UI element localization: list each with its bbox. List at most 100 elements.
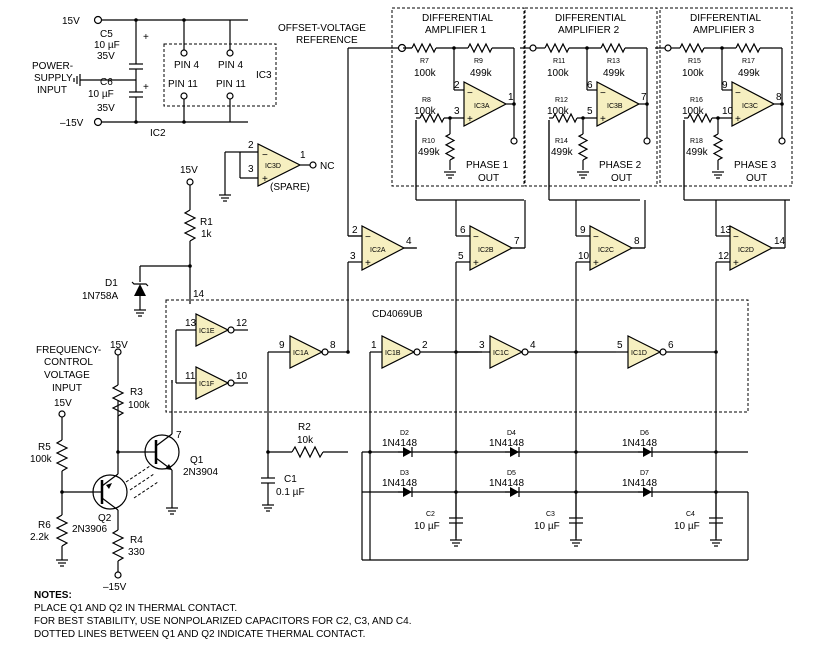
- svg-text:−: −: [735, 88, 741, 99]
- buffer-opamp: [589, 225, 634, 271]
- fcv-v2: 15V: [110, 340, 128, 351]
- d1-label: D1: [105, 278, 118, 289]
- rb-label: R13: [607, 58, 620, 65]
- d1-value: 1N758A: [82, 291, 118, 302]
- inverter-name: IC1E: [199, 328, 215, 335]
- buffer-ic-name: IC2A: [370, 247, 386, 254]
- spare-pin1: 1: [300, 150, 306, 161]
- diode-body: [403, 447, 412, 457]
- fcv-vneg: –15V: [103, 582, 127, 593]
- amp-title-1: DIFFERENTIAL: [422, 13, 494, 24]
- amp-title-2: AMPLIFIER 2: [558, 25, 620, 36]
- supply-input-label-2: SUPPLY: [34, 73, 73, 84]
- offset-reference: OFFSET-VOLTAGE REFERENCE: [278, 23, 407, 53]
- spare-pin2: 2: [248, 140, 254, 151]
- svg-text:−: −: [262, 150, 268, 161]
- diff-opamp: [596, 81, 641, 127]
- rb-value: 499k: [603, 68, 626, 79]
- rd-label: R10: [422, 138, 435, 145]
- power-supply: 15V –15V + C5 10 µF 35V + C6 10 µF 35V P…: [32, 15, 277, 139]
- pin14-label: 14: [193, 289, 205, 300]
- buffer-opamp: [729, 225, 774, 271]
- pin-out: 7: [641, 92, 647, 103]
- amp-title-2: AMPLIFIER 1: [425, 25, 487, 36]
- svg-text:+: +: [473, 258, 479, 269]
- inverter-pin-in: 13: [185, 318, 197, 329]
- phase-out-label: OUT: [478, 173, 499, 184]
- c5-label: C5: [100, 29, 113, 40]
- cd4069-label: CD4069UB: [372, 309, 423, 320]
- c1-value: 0.1 µF: [276, 487, 305, 498]
- supply-input-label-3: INPUT: [37, 85, 67, 96]
- pin-in-n: 9: [722, 80, 728, 91]
- r2-label: R2: [298, 422, 311, 433]
- q2-value: 2N3906: [72, 524, 107, 535]
- diff-opamp-name: IC3B: [607, 103, 623, 110]
- ra-value: 100k: [547, 68, 570, 79]
- inverter-pin-in: 11: [185, 371, 196, 382]
- phase-label: PHASE 3: [734, 160, 777, 171]
- diode-ref: D4: [507, 430, 516, 437]
- supply-input-label-1: POWER-: [32, 61, 73, 72]
- diff-opamp: [463, 81, 508, 127]
- diode-ref: D6: [640, 430, 649, 437]
- c6-label: C6: [100, 77, 113, 88]
- phase-out-label: OUT: [611, 173, 632, 184]
- rb-value: 499k: [470, 68, 493, 79]
- diff-opamp: [731, 81, 776, 127]
- cap-value: 10 µF: [414, 521, 440, 532]
- r4-label: R4: [130, 535, 143, 546]
- nc-label: NC: [320, 161, 334, 172]
- diode-ref: D5: [507, 470, 516, 477]
- diode-body: [643, 447, 652, 457]
- zener-supply: 15V R1 1k D1 1N758A: [82, 165, 213, 317]
- inverter-name: IC1B: [385, 350, 401, 357]
- note-3: DOTTED LINES BETWEEN Q1 AND Q2 INDICATE …: [34, 629, 365, 640]
- diode-part: 1N4148: [489, 478, 524, 489]
- c6-value: 10 µF: [88, 89, 114, 100]
- svg-text:+: +: [593, 258, 599, 269]
- spare-label: (SPARE): [270, 182, 310, 193]
- inverter-pin-in: 1: [371, 340, 377, 351]
- pin4-b: PIN 4: [218, 60, 243, 71]
- r5-value: 100k: [30, 454, 53, 465]
- q2-label: Q2: [98, 513, 112, 524]
- diode-part: 1N4148: [382, 438, 417, 449]
- cap-ref: C3: [546, 511, 555, 518]
- inverter-pin-out: 8: [330, 340, 336, 351]
- buffer-pin-p: 5: [458, 251, 464, 262]
- amp-title-2: AMPLIFIER 3: [693, 25, 755, 36]
- buffer-pin-p: 3: [350, 251, 356, 262]
- buffer-pin-p: 10: [578, 251, 590, 262]
- timing-network: R2 10k C1 0.1 µF: [261, 352, 348, 512]
- diode-ladder: D21N4148D31N4148D41N4148D51N4148D61N4148…: [361, 430, 749, 561]
- buffer-pin-o: 8: [634, 236, 640, 247]
- rd-value: 499k: [551, 147, 574, 158]
- diode-part: 1N4148: [622, 438, 657, 449]
- inverter-IC1B: IC1B 1 2: [370, 335, 482, 369]
- buffer-pin-o: 7: [514, 236, 520, 247]
- r6-value: 2.2k: [30, 532, 50, 543]
- rd-value: 499k: [418, 147, 441, 158]
- rb-label: R17: [742, 58, 755, 65]
- c5-rating: 35V: [97, 51, 115, 62]
- inverter-pin-out: 2: [422, 340, 428, 351]
- ra-value: 100k: [682, 68, 705, 79]
- diode-part: 1N4148: [382, 478, 417, 489]
- diff-amp-box: [391, 7, 525, 187]
- pin-in-p: 5: [587, 106, 593, 117]
- inverter-pin-out: 12: [236, 318, 248, 329]
- buffer-opamp: [361, 225, 406, 271]
- r3-value: 100k: [128, 400, 151, 411]
- offset-line2: REFERENCE: [296, 35, 358, 46]
- rc-label: R8: [422, 97, 431, 104]
- pin-in-n: 6: [587, 80, 593, 91]
